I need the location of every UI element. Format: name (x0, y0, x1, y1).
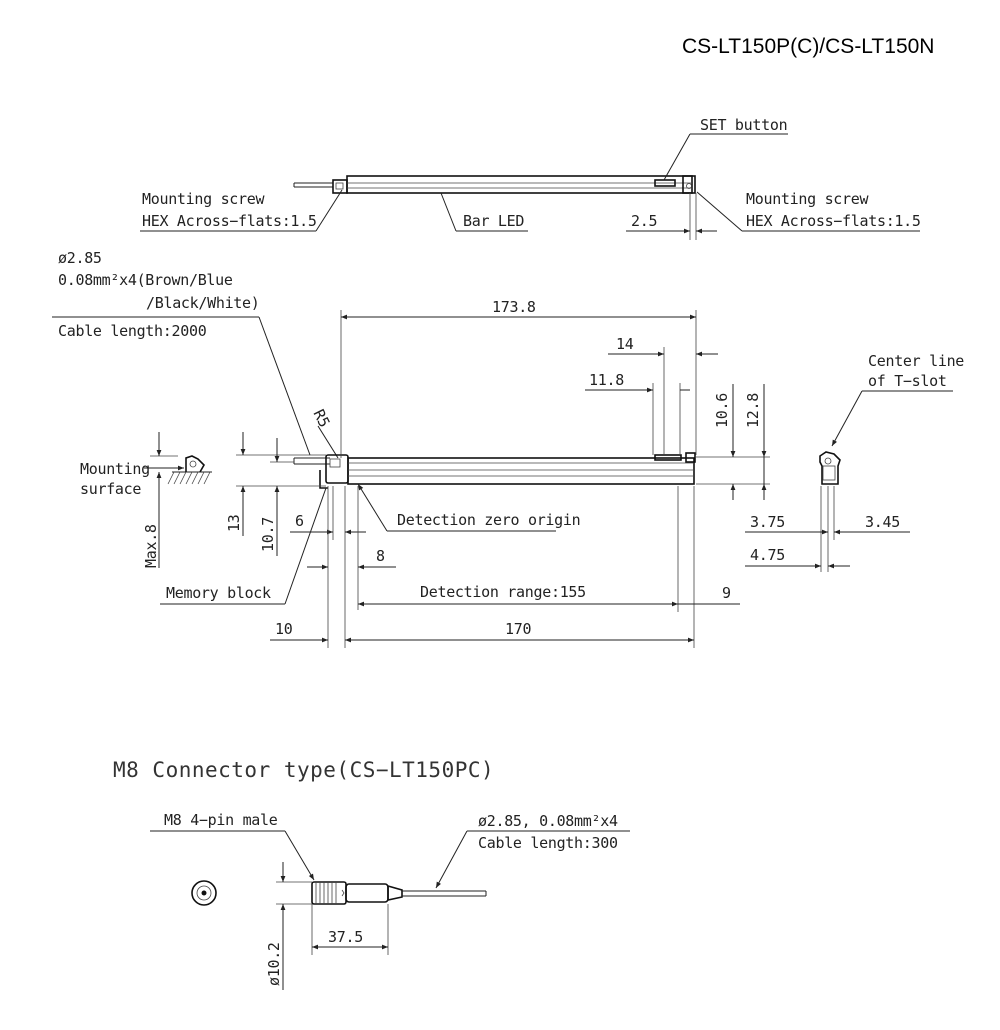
label-mounting-surface-1: Mounting (80, 460, 150, 478)
dim-3-75: 3.75 (750, 513, 785, 531)
dim-173-8: 173.8 (492, 298, 536, 316)
bar-led-body-front (347, 457, 695, 485)
label-cable-1: ø2.85 (58, 249, 102, 267)
dim-12-8: 12.8 (744, 393, 762, 428)
label-cable-2: 0.08mm²x4(Brown/Blue (58, 271, 233, 289)
dim-14: 14 (616, 335, 634, 353)
label-cable-3: /Black/White) (146, 294, 260, 312)
front-view: ø2.85 0.08mm²x4(Brown/Blue /Black/White)… (52, 249, 770, 648)
label-cable-length: Cable length:2000 (58, 322, 207, 340)
dim-10-7: 10.7 (259, 517, 277, 552)
dim-8: 8 (376, 547, 385, 565)
dim-4-75: 4.75 (750, 546, 785, 564)
label-mount-screw-right-1: Mounting screw (746, 190, 870, 208)
label-mounting-surface-2: surface (80, 480, 141, 498)
label-memory-block: Memory block (166, 584, 271, 602)
top-view: SET button Mounting screw HEX Across−fla… (140, 116, 921, 240)
label-cable-spec: ø2.85, 0.08mm²x4 (478, 812, 618, 830)
label-center-line-1: Center line (868, 352, 964, 370)
connector-side-view (311, 881, 487, 905)
dim-6: 6 (295, 512, 304, 530)
label-m8-pin: M8 4−pin male (164, 811, 278, 829)
dim-max8: Max.8 (142, 524, 160, 568)
dim-9: 9 (722, 584, 731, 602)
label-bar-led: Bar LED (463, 212, 524, 230)
m8-connector: M8 Connector type(CS−LT150PC) M8 4−pin m… (113, 758, 630, 990)
bar-led-body-top (346, 175, 693, 194)
label-r5: R5 (310, 406, 334, 430)
section-title-m8: M8 Connector type(CS−LT150PC) (113, 758, 494, 782)
set-button-mark (654, 179, 676, 187)
label-center-line-2: of T−slot (868, 372, 947, 390)
dim-2-5: 2.5 (631, 212, 657, 230)
dim-dia-10-2: ø10.2 (265, 942, 283, 986)
dim-13: 13 (225, 515, 243, 532)
model-title: CS-LT150P(C)/CS-LT150N (682, 35, 934, 58)
connector-end-view (191, 880, 217, 906)
dim-10: 10 (275, 620, 293, 638)
label-mount-screw-left-2: HEX Across−flats:1.5 (142, 212, 317, 230)
label-m8-cable-length: Cable length:300 (478, 834, 618, 852)
dim-3-45: 3.45 (865, 513, 900, 531)
dim-37-5: 37.5 (328, 928, 363, 946)
dim-10-6: 10.6 (713, 393, 731, 428)
side-view: Center line of T−slot 3.75 3.45 4.75 (745, 352, 965, 572)
label-mount-screw-left-1: Mounting screw (142, 190, 266, 208)
dim-170: 170 (505, 620, 531, 638)
dim-detection-range: Detection range:155 (420, 583, 586, 601)
dim-11-8: 11.8 (589, 371, 624, 389)
label-detection-zero: Detection zero origin (397, 511, 580, 529)
label-set-button: SET button (700, 116, 787, 134)
label-mount-screw-right-2: HEX Across−flats:1.5 (746, 212, 921, 230)
